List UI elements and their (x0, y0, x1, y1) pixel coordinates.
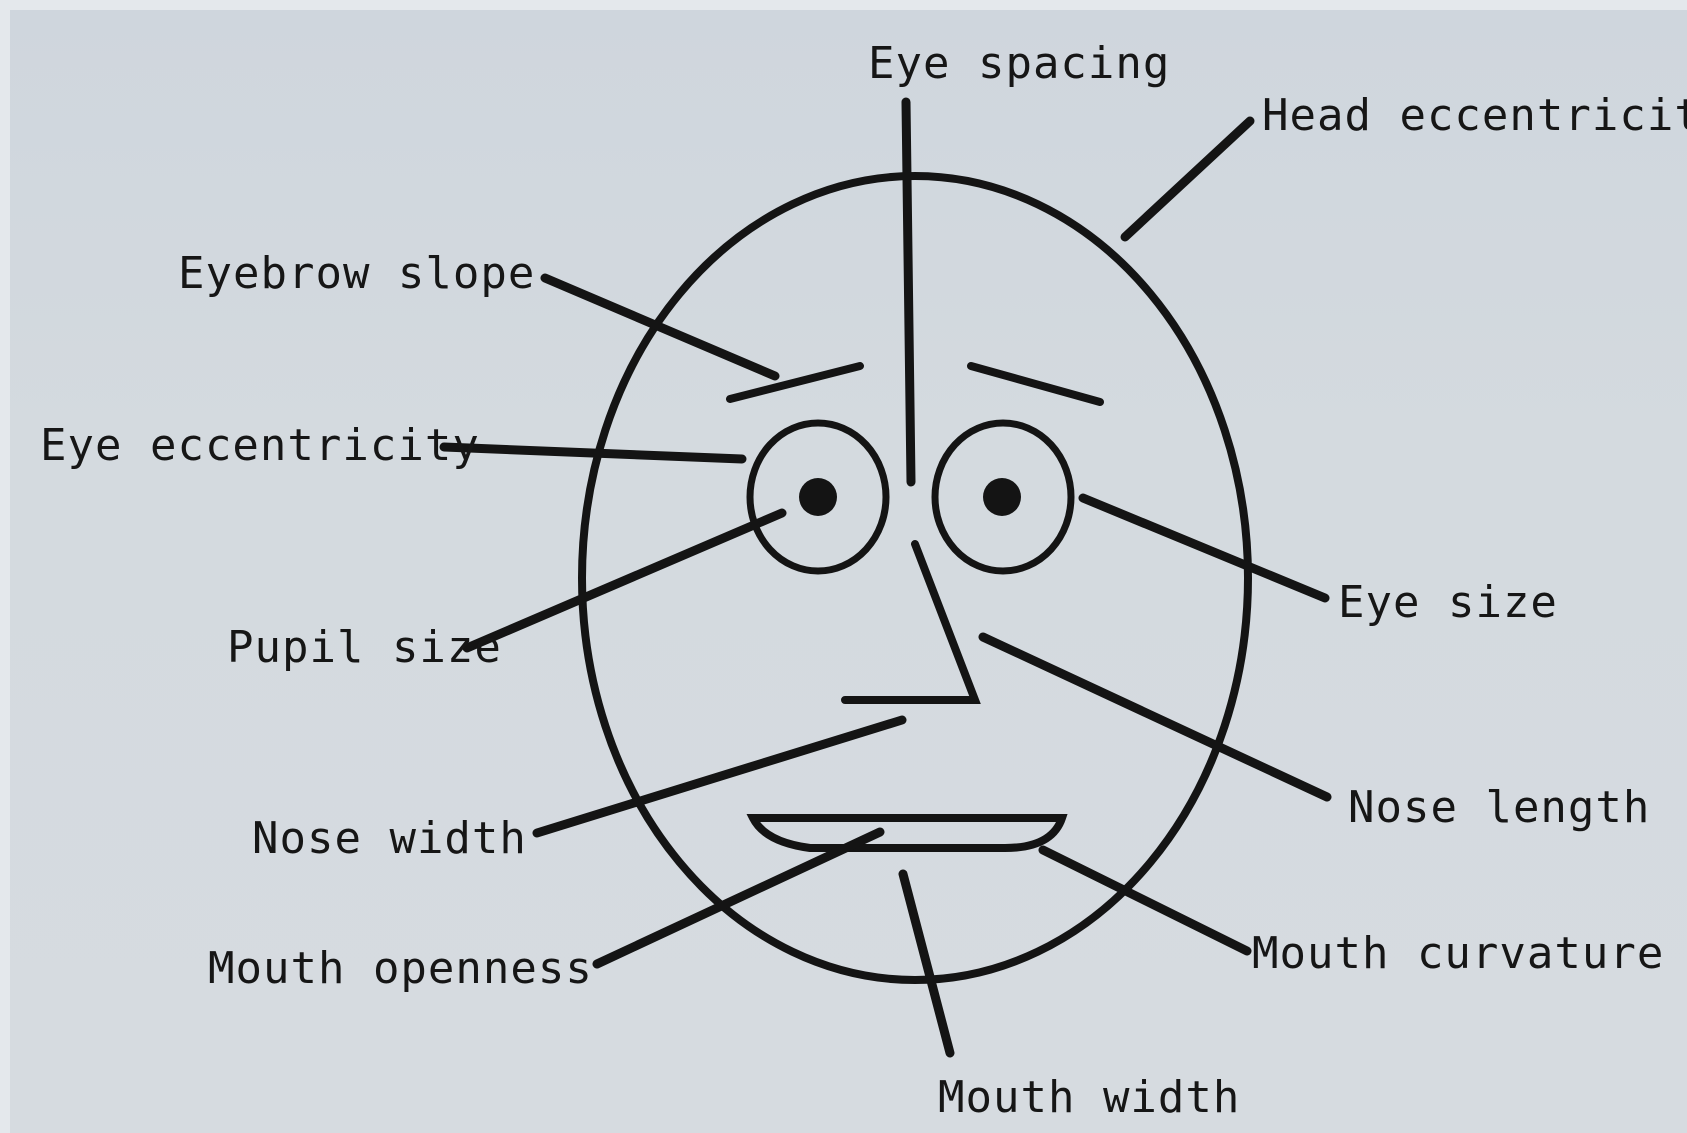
label-mouth-width: Mouth width (938, 1072, 1240, 1123)
label-pupil-size: Pupil size (227, 622, 502, 673)
label-mouth-curvature: Mouth curvature (1252, 928, 1664, 979)
mouth-width-leader (903, 874, 950, 1053)
labels: Eye spacing Head eccentricity Eyebrow sl… (40, 38, 1687, 1123)
nose-length-leader (983, 637, 1327, 797)
pupil-size-leader (467, 513, 782, 648)
eye-eccentricity-leader (444, 447, 742, 459)
label-nose-length: Nose length (1348, 782, 1650, 833)
eye-size-leader (1083, 498, 1325, 598)
mouth-openness-leader (597, 832, 880, 964)
mouth (753, 818, 1062, 848)
eye-spacing-leader (906, 102, 911, 482)
face (582, 176, 1248, 980)
right-pupil (983, 478, 1021, 516)
nose (845, 544, 975, 700)
leader-lines (444, 102, 1327, 1053)
label-mouth-openness: Mouth openness (208, 943, 593, 994)
right-eyebrow (971, 366, 1100, 402)
label-eye-eccentricity: Eye eccentricity (40, 420, 480, 471)
label-eye-size: Eye size (1338, 577, 1558, 628)
label-head-eccentricity: Head eccentricity (1262, 90, 1687, 141)
left-eyebrow (730, 366, 860, 399)
label-eye-spacing: Eye spacing (868, 38, 1170, 89)
label-eyebrow-slope: Eyebrow slope (178, 248, 535, 299)
head-outline (582, 176, 1248, 980)
label-nose-width: Nose width (252, 813, 527, 864)
left-pupil (799, 478, 837, 516)
head-eccentricity-leader (1125, 121, 1250, 237)
eyebrow-slope-leader (545, 278, 775, 376)
